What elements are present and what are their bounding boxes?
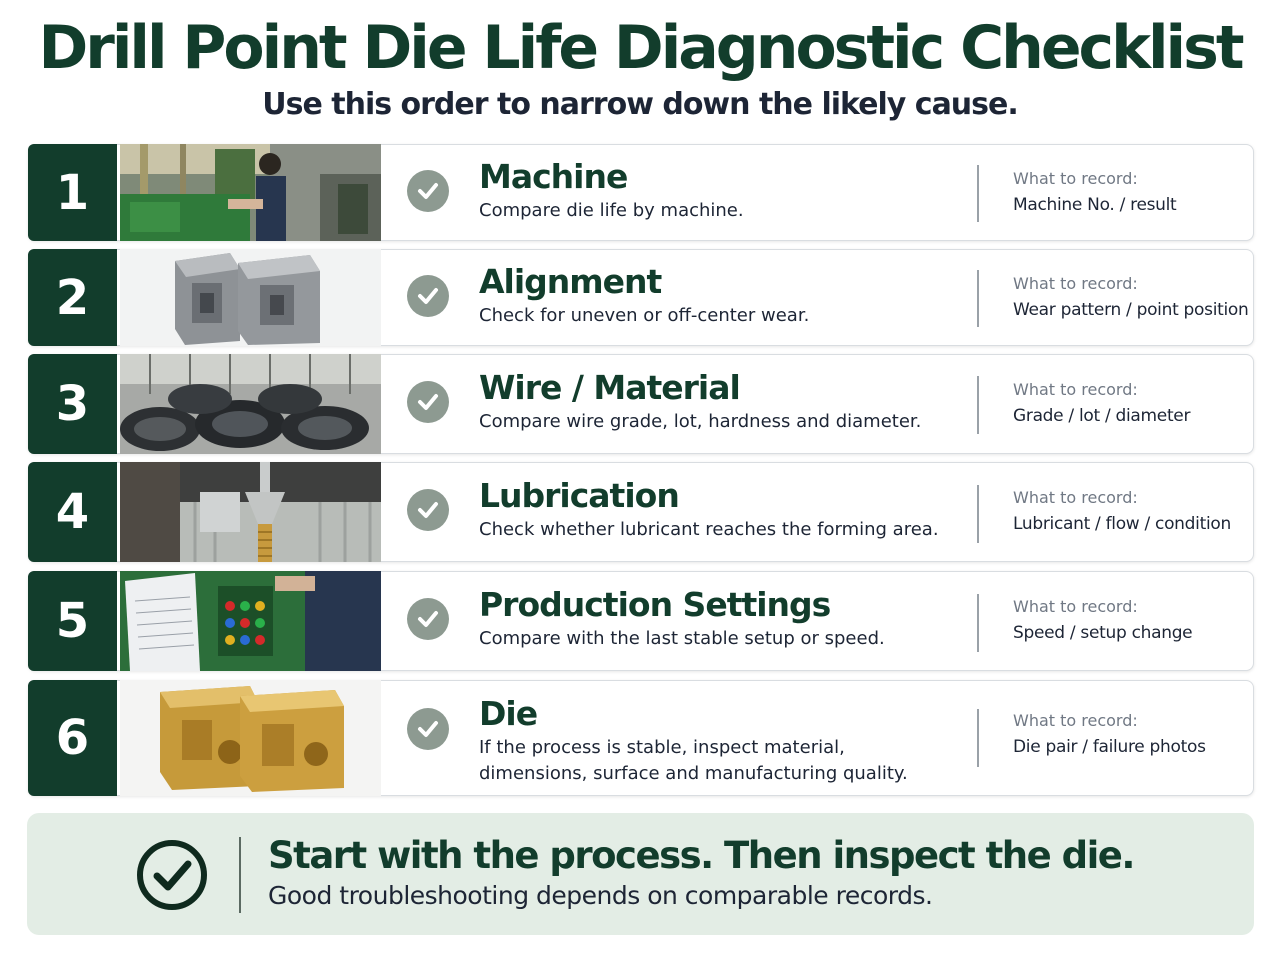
record-column: What to record: Speed / setup change [1013,596,1249,645]
record-column: What to record: Lubricant / flow / condi… [1013,487,1249,536]
checklist-row-die: 6 Die If the process is stable, inspect … [28,680,1254,796]
step-title: Lubrication [479,476,680,515]
step-number: 4 [28,462,117,562]
record-value: Die pair / failure photos [1013,737,1206,757]
machine-operator-photo [120,144,381,241]
brass-die-pair-photo [120,680,381,796]
step-description: Check whether lubricant reaches the form… [479,519,939,540]
record-column: What to record: Wear pattern / point pos… [1013,273,1249,322]
step-description: Compare wire grade, lot, hardness and di… [479,411,922,432]
step-description-line-1: If the process is stable, inspect materi… [479,737,845,758]
checklist-row-machine: 1 Machine Compare die life by machine. W… [28,144,1254,241]
record-label: What to record: [1013,380,1138,399]
checklist-row-lubrication: 4 Lubrication Check whether lubricant re [28,462,1254,562]
summary-banner: Start with the process. Then inspect the… [27,813,1254,935]
banner-divider [239,837,241,913]
step-title: Production Settings [479,585,831,624]
check-icon [407,170,449,212]
steel-die-pair-photo [120,249,381,346]
step-content: Alignment Check for uneven or off-center… [479,263,809,329]
step-number: 6 [28,680,117,796]
column-divider [977,594,979,652]
column-divider [977,165,979,222]
step-content: Machine Compare die life by machine. [479,158,744,224]
step-description: Compare with the last stable setup or sp… [479,628,885,649]
check-circle-icon [136,839,208,911]
record-column: What to record: Grade / lot / diameter [1013,379,1249,428]
control-panel-photo [120,571,381,671]
step-content: Lubrication Check whether lubricant reac… [479,477,939,543]
record-value: Lubricant / flow / condition [1013,514,1231,534]
lubricant-nozzle-photo [120,462,381,562]
record-value: Grade / lot / diameter [1013,406,1191,426]
step-description-line-2: dimensions, surface and manufacturing qu… [479,763,908,784]
banner-subline: Good troubleshooting depends on comparab… [268,881,933,910]
record-label: What to record: [1013,488,1138,507]
wire-coils-photo [120,354,381,454]
check-icon [407,708,449,750]
step-title: Die [479,694,538,733]
record-value: Speed / setup change [1013,623,1193,643]
step-title: Wire / Material [479,368,741,407]
checklist-row-wire-material: 3 Wire / Material Compare wire grade, lo… [28,354,1254,454]
step-content: Wire / Material Compare wire grade, lot,… [479,369,921,435]
checklist-row-production-settings: 5 Production Settings Compare with the l… [28,571,1254,671]
step-title: Machine [479,157,628,196]
step-number: 1 [28,144,117,241]
record-column: What to record: Die pair / failure photo… [1013,710,1249,759]
step-number: 2 [28,249,117,346]
column-divider [977,485,979,543]
check-icon [407,598,449,640]
record-label: What to record: [1013,274,1138,293]
record-column: What to record: Machine No. / result [1013,168,1249,217]
banner-headline: Start with the process. Then inspect the… [268,834,1135,877]
check-icon [407,381,449,423]
checklist-row-alignment: 2 Alignment Check for uneven or off-cent… [28,249,1254,346]
page-title: Drill Point Die Life Diagnostic Checklis… [38,13,1244,83]
record-value: Wear pattern / point position [1013,300,1249,320]
record-value: Machine No. / result [1013,195,1177,215]
record-label: What to record: [1013,169,1138,188]
column-divider [977,709,979,767]
check-icon [407,489,449,531]
column-divider [977,270,979,327]
step-description: Compare die life by machine. [479,200,744,221]
record-label: What to record: [1013,711,1138,730]
step-number: 3 [28,354,117,454]
step-number: 5 [28,571,117,671]
record-label: What to record: [1013,597,1138,616]
step-content: Production Settings Compare with the las… [479,586,885,652]
step-description: Check for uneven or off-center wear. [479,305,810,326]
column-divider [977,376,979,434]
step-title: Alignment [479,262,662,301]
check-icon [407,275,449,317]
step-content: Die If the process is stable, inspect ma… [479,695,908,787]
page-subtitle: Use this order to narrow down the likely… [262,87,1019,122]
